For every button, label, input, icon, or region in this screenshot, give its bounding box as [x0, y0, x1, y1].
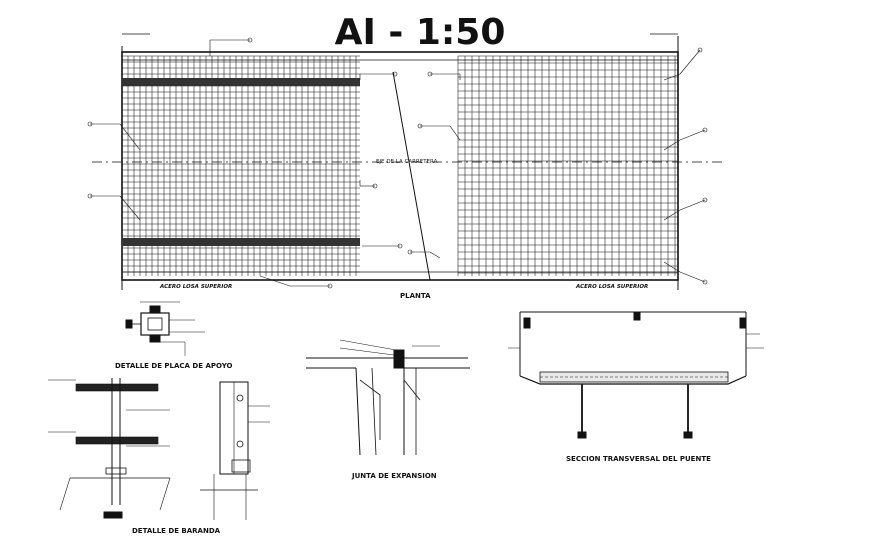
callout-leader	[259, 275, 291, 287]
callout-tag	[702, 127, 708, 133]
acero-left-label: ACERO LOSA SUPERIOR	[159, 284, 232, 290]
callout-leader	[663, 261, 681, 273]
sheet-title: AI - 1:50	[335, 12, 506, 53]
road-axis-label: EJE DE LA CARRETERA	[376, 159, 438, 165]
junta-detail-title: JUNTA DE EXPANSION	[351, 472, 437, 480]
railing-elevation	[200, 381, 270, 520]
callout-tag	[427, 71, 433, 77]
acero-right-label: ACERO LOSA SUPERIOR	[575, 284, 648, 290]
seccion-detail-title: SECCION TRANSVERSAL DEL PUENTE	[566, 455, 711, 463]
callout-leader	[663, 73, 681, 81]
callout-tag	[702, 279, 708, 285]
rebar-callouts	[87, 37, 708, 289]
callout-tag	[702, 197, 708, 203]
callout-leader	[119, 195, 141, 221]
baranda-detail-title: DETALLE DE BARANDA	[132, 527, 221, 535]
callout-leader	[449, 125, 461, 141]
callout-leader	[679, 49, 701, 75]
callout-leader	[663, 209, 681, 221]
callout-leader	[679, 199, 706, 211]
callout-leader	[679, 271, 706, 283]
callout-tag	[87, 121, 93, 127]
callout-leader	[663, 139, 681, 151]
callout-tag	[247, 37, 253, 43]
callout-leader	[679, 129, 706, 141]
expansion-joint-detail	[306, 339, 470, 456]
railing-detail	[48, 378, 171, 519]
callout-tag	[372, 183, 378, 189]
callout-tag	[397, 243, 403, 249]
rebar-grid-right	[457, 55, 678, 276]
callout-tag	[87, 193, 93, 199]
callout-leader	[119, 123, 141, 151]
callout-tag	[327, 283, 333, 289]
bearing-plate-detail	[125, 301, 205, 356]
callout-tag	[417, 123, 423, 129]
top-rebar-band	[122, 78, 360, 86]
cross-section-detail	[508, 311, 764, 439]
bottom-rebar-band	[122, 238, 360, 246]
placa-detail-title: DETALLE DE PLACA DE APOYO	[115, 362, 233, 370]
callout-tag	[392, 71, 398, 77]
road-axis-line	[392, 71, 431, 281]
callout-leader	[429, 251, 441, 259]
callout-tag	[407, 249, 413, 255]
plan-label: PLANTA	[400, 292, 431, 300]
callout-tag	[697, 47, 703, 53]
bridge-plan	[92, 33, 722, 290]
